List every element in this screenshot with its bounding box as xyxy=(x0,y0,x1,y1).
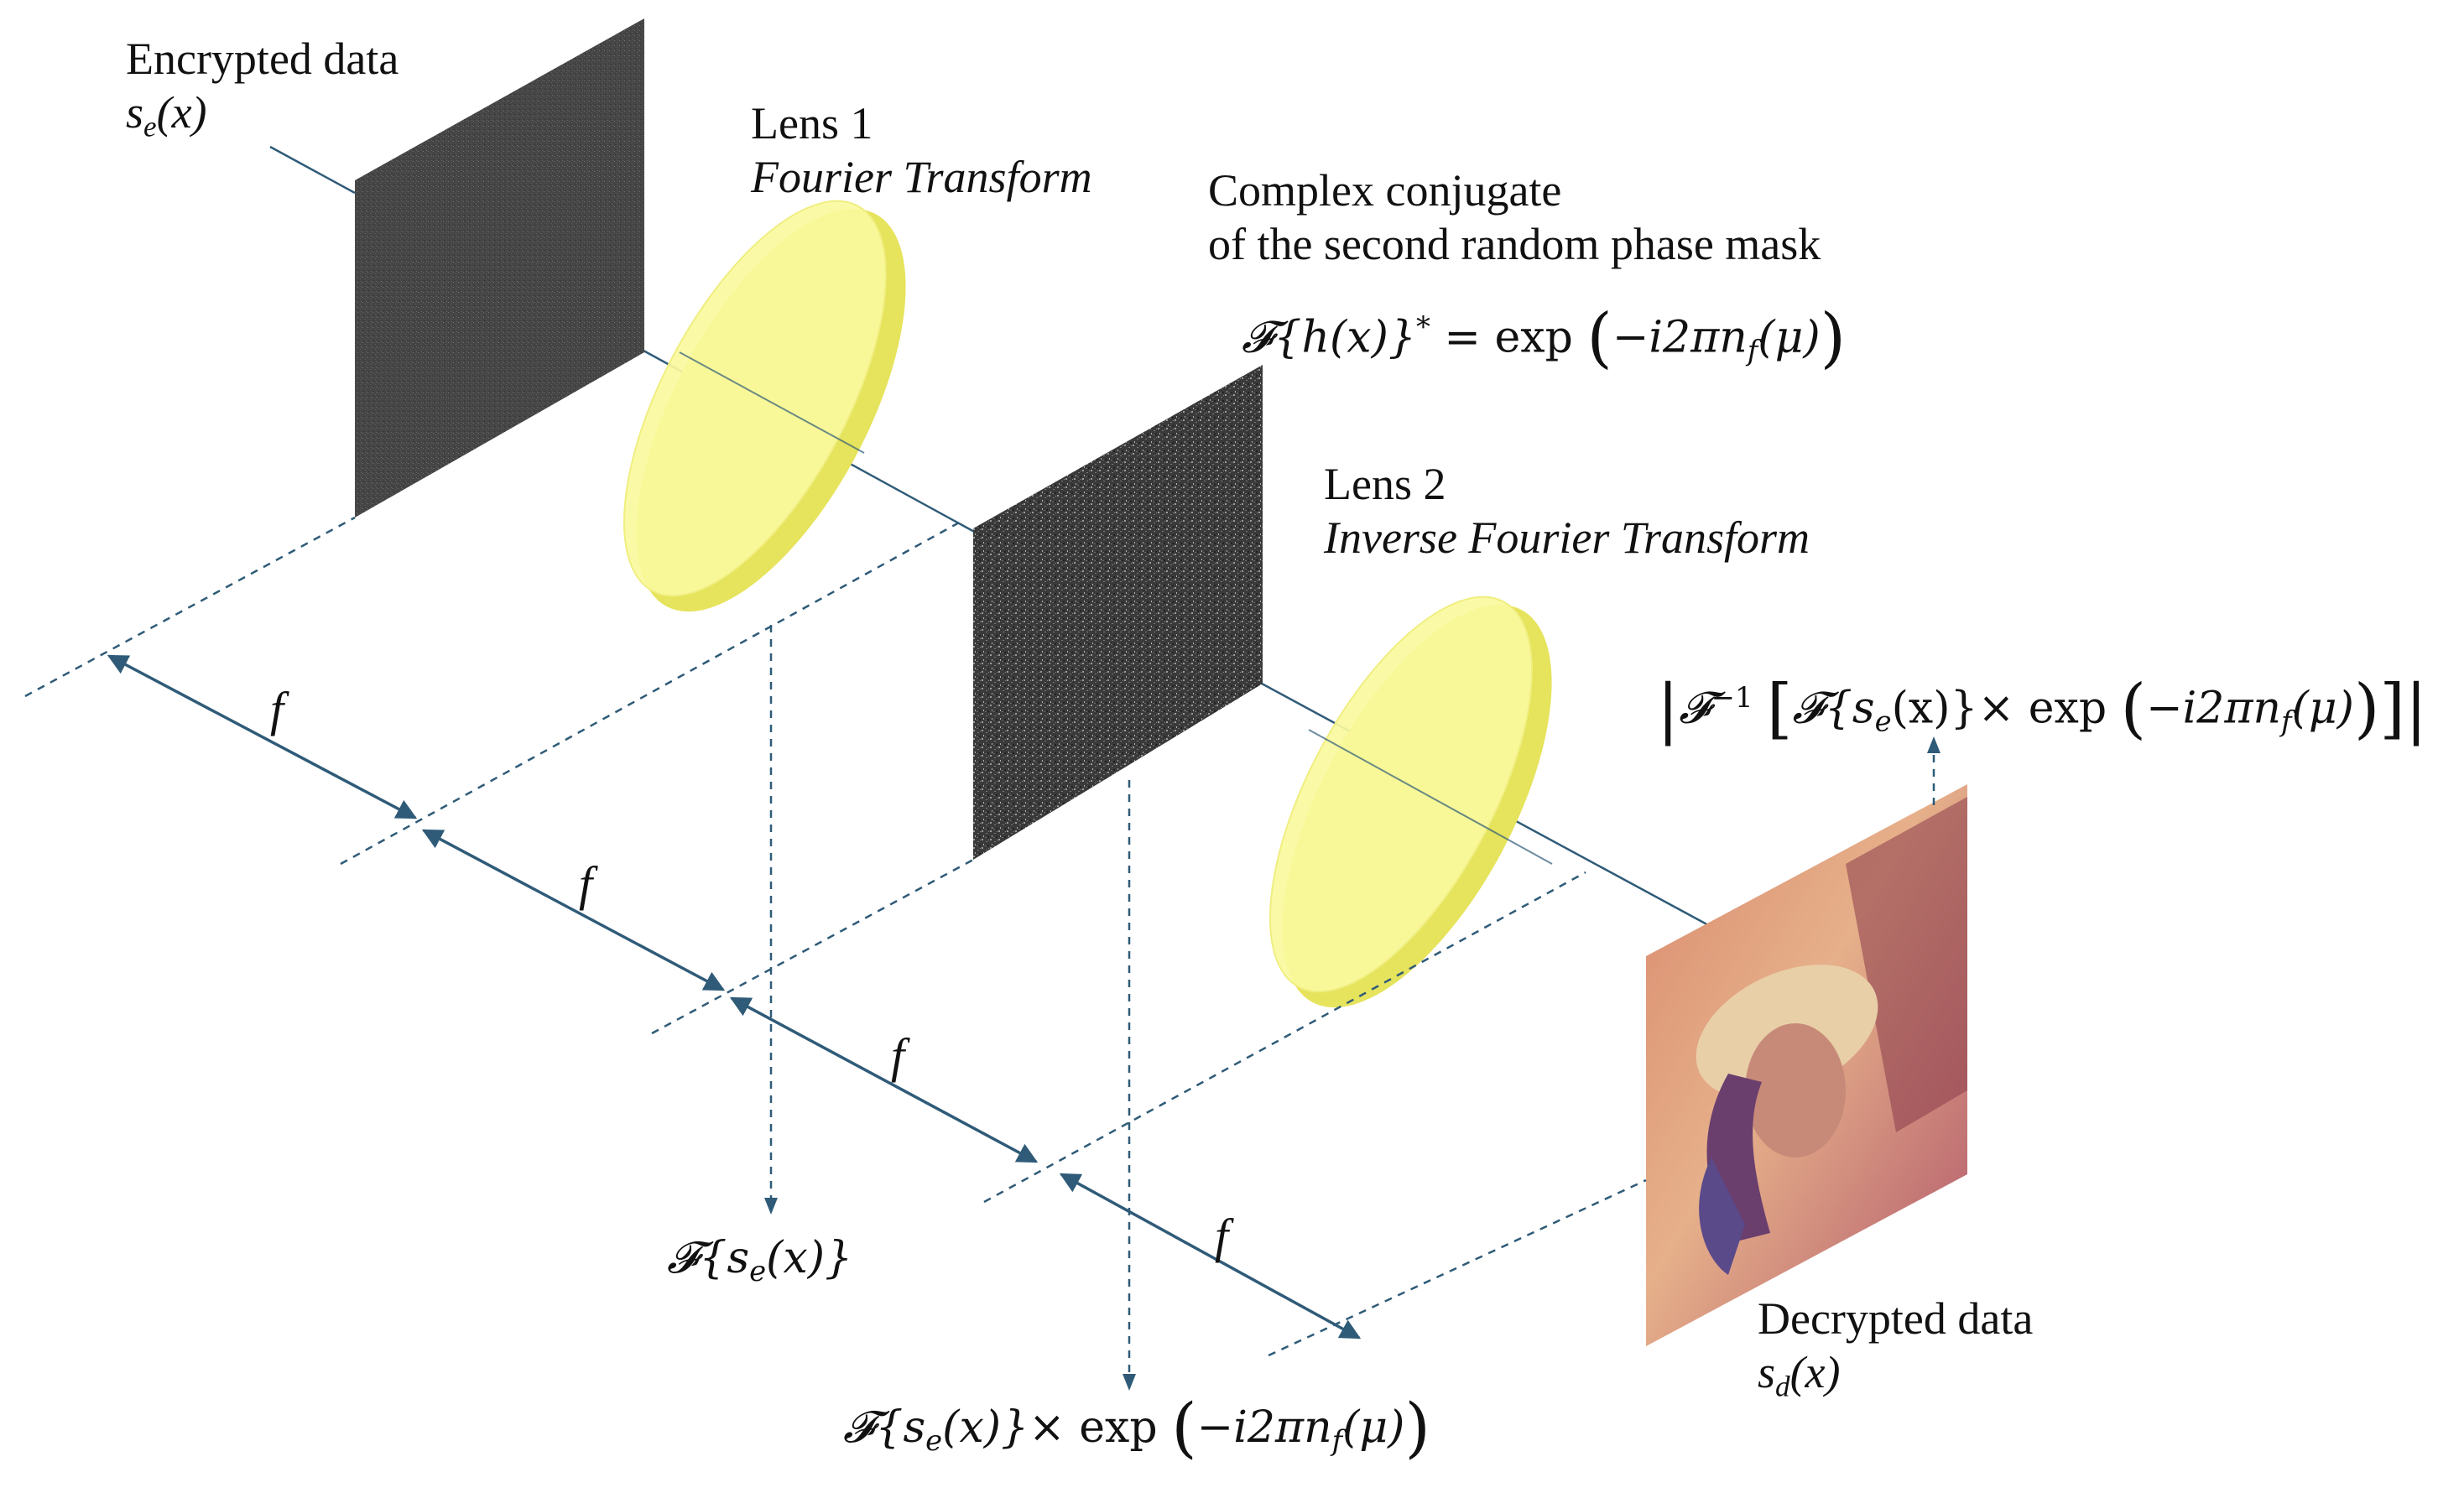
focal-length-label-4: f xyxy=(1215,1208,1228,1264)
lens-1-subtitle: Fourier Transform xyxy=(751,150,1092,204)
decrypted-data-symbol: sd(x) xyxy=(1758,1345,2033,1414)
output-equation: |𝓕−1 [𝓕{se(x)}× exp (−i2πnf(μ))]| xyxy=(1657,671,2427,749)
lens-2-icon xyxy=(1217,559,1607,1048)
lens-2-label: Lens 2 Inverse Fourier Transform xyxy=(1324,457,1810,564)
conjugate-mask-label: Complex conjugate of the second random p… xyxy=(1208,164,1821,271)
conjugate-equation: 𝓕{h(x)}* = exp (−i2πnf(μ)) xyxy=(1242,300,1846,378)
conjugate-line-2: of the second random phase mask xyxy=(1208,217,1821,271)
decrypted-data-title: Decrypted data xyxy=(1758,1292,2033,1345)
focal-length-label-1: f xyxy=(270,681,284,737)
fourier-transform-label: 𝓕{se(x)} xyxy=(667,1231,852,1298)
conjugate-line-1: Complex conjugate xyxy=(1208,164,1821,217)
focal-length-label-2: f xyxy=(579,856,592,912)
lens-2-title: Lens 2 xyxy=(1324,457,1810,511)
decrypted-image xyxy=(1646,784,1967,1346)
lens-2-subtitle: Inverse Fourier Transform xyxy=(1324,511,1810,564)
decrypted-data-label: Decrypted data sd(x) xyxy=(1758,1292,2033,1414)
encrypted-data-label: Encrypted data se(x) xyxy=(126,32,399,154)
focal-length-label-3: f xyxy=(891,1027,904,1084)
lens-1-title: Lens 1 xyxy=(751,96,1092,150)
encrypted-data-symbol: se(x) xyxy=(126,86,399,154)
product-equation: 𝓕{se(x)}× exp (−i2πnf(μ)) xyxy=(843,1401,1430,1468)
encrypted-data-title: Encrypted data xyxy=(126,32,399,86)
phase-mask-plane xyxy=(973,365,1263,860)
lens-1-label: Lens 1 Fourier Transform xyxy=(751,96,1092,204)
